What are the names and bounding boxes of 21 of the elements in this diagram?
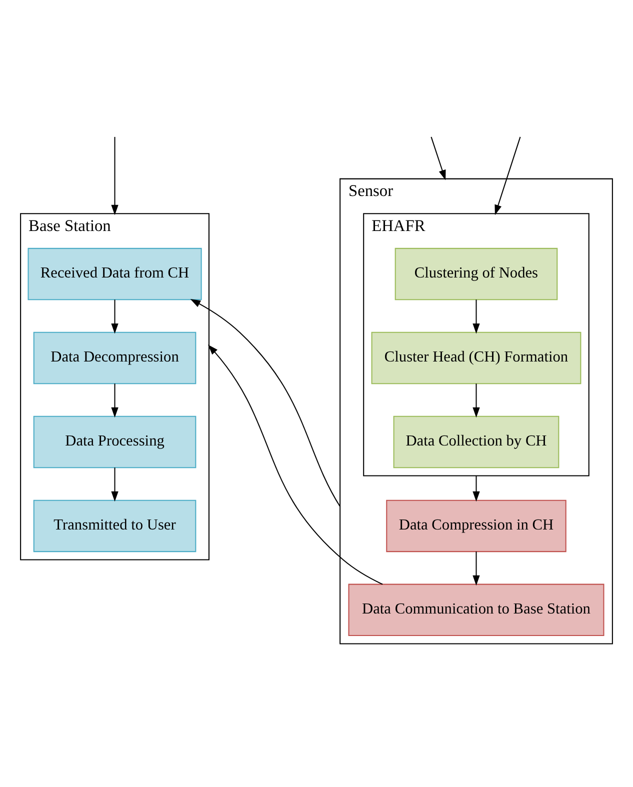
arrow	[472, 475, 480, 502]
node-box: Received Data from CH	[28, 247, 202, 300]
arrow	[111, 136, 118, 215]
arrow	[430, 136, 446, 180]
node-box: Clustering of Nodes	[394, 247, 558, 300]
node-box: Transmitted to User	[33, 499, 196, 552]
arrow	[190, 298, 340, 506]
arrow	[111, 467, 118, 502]
arrow	[111, 299, 118, 334]
arrow	[472, 299, 480, 334]
arrow	[111, 383, 118, 418]
arrow	[494, 136, 521, 215]
arrow	[208, 344, 383, 584]
node-box: Data Collection by CH	[393, 415, 560, 468]
node-box: Data Communication to Base Station	[348, 583, 604, 636]
node-box: Data Compression in CH	[386, 499, 566, 552]
node-box: Cluster Head (CH) Formation	[371, 331, 582, 384]
node-box: Data Decompression	[33, 331, 196, 384]
node-box: Data Processing	[33, 415, 196, 468]
arrow	[472, 551, 480, 586]
arrow	[472, 383, 480, 418]
